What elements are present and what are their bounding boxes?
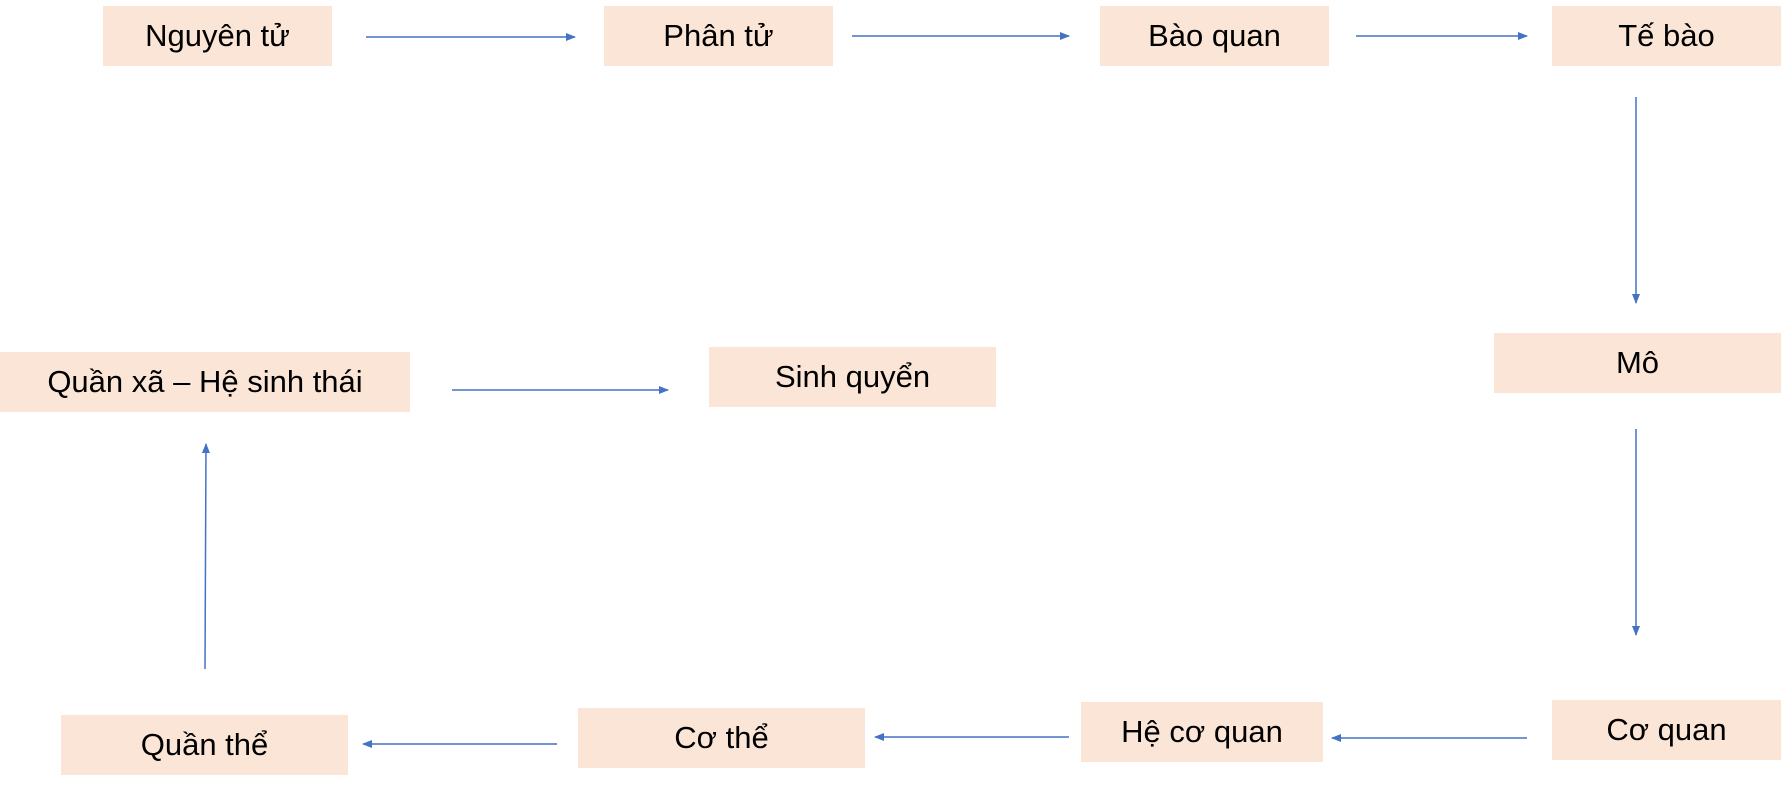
node-mo: Mô [1494, 333, 1781, 393]
node-te-bao: Tế bào [1552, 6, 1781, 66]
node-quan-the: Quần thể [61, 715, 348, 775]
node-he-co-quan: Hệ cơ quan [1081, 702, 1323, 762]
node-phan-tu: Phân tử [604, 6, 833, 66]
node-nguyen-tu: Nguyên tử [103, 6, 332, 66]
node-sinh-quyen: Sinh quyển [709, 347, 996, 407]
arrow-quan-the-to-quan-xa [201, 443, 210, 670]
node-co-the: Cơ thể [578, 708, 865, 768]
node-bao-quan: Bào quan [1100, 6, 1329, 66]
node-quan-xa-he-sinh-thai: Quần xã – Hệ sinh thái [0, 352, 410, 412]
node-co-quan: Cơ quan [1552, 700, 1781, 760]
